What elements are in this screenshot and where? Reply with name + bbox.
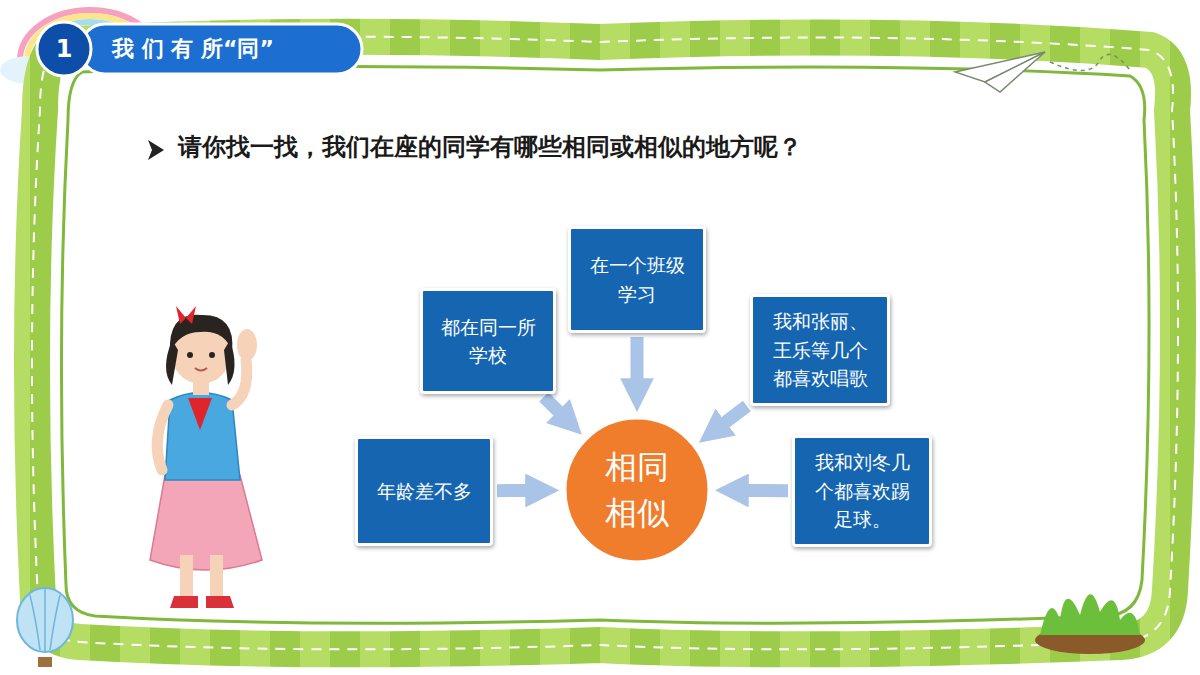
block-arrow: [631, 337, 644, 385]
node-text: 我和刘冬几个都喜欢踢足球。: [807, 448, 917, 534]
girl-illustration: [150, 306, 262, 608]
node-text: 在一个班级学习: [583, 251, 691, 308]
frame: [32, 37, 1178, 650]
header-bar: [37, 22, 362, 76]
idea-box: 都在同一所学校: [420, 288, 556, 394]
block-arrow: [742, 484, 788, 497]
block-arrow: [497, 484, 532, 497]
idea-box: 我和刘冬几个都喜欢踢足球。: [792, 435, 932, 547]
node-text: 相同 相似: [600, 444, 674, 537]
section-title: 我 们 有 所“同”: [112, 34, 274, 64]
idea-box: 年龄差不多: [355, 436, 493, 546]
idea-box: 我和张丽、王乐等几个都喜欢唱歌: [750, 294, 890, 406]
grass: [1035, 594, 1145, 654]
center-circle: 相同 相似: [562, 415, 712, 565]
circle-shape: [562, 415, 712, 565]
section-number: 1: [56, 35, 73, 63]
hot-air-balloon: [17, 588, 73, 667]
paper-plane: [955, 52, 1130, 92]
block-arrow: [544, 397, 563, 416]
block-arrow: [720, 406, 746, 426]
node-text: 都在同一所学校: [435, 313, 541, 370]
node-text: 年龄差不多: [377, 477, 472, 506]
question-text: 请你找一找，我们在座的同学有哪些相同或相似的地方呢？: [178, 131, 802, 163]
bullet-arrow: [148, 140, 164, 160]
node-text: 我和张丽、王乐等几个都喜欢唱歌: [765, 307, 875, 393]
idea-box: 在一个班级学习: [568, 226, 706, 333]
